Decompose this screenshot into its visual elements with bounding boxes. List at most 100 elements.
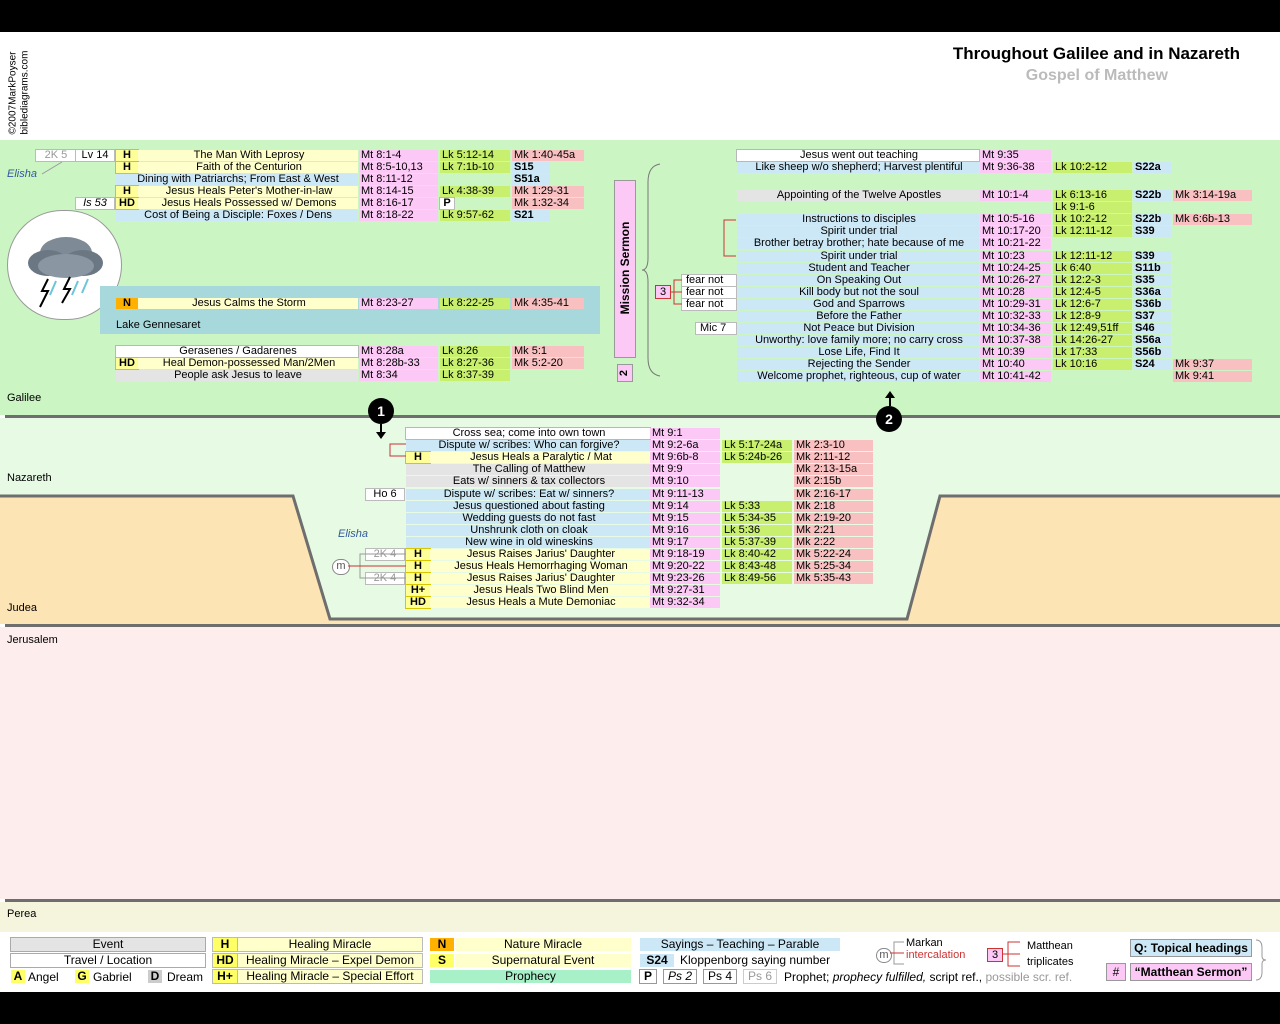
prophet-marker: P	[439, 197, 455, 210]
mark-ref: Mk 2:3-10	[794, 440, 873, 451]
triplicate-mark: 3	[655, 285, 671, 299]
legend-ps6: Ps 6	[743, 969, 777, 984]
mark-ref: Mk 1:32-34	[512, 198, 584, 209]
q-saying-number: S56a	[1133, 335, 1171, 346]
mark-ref: Mk 2:11-12	[794, 452, 873, 463]
matthew-ref: Mt 9:15	[650, 513, 720, 524]
event-title: Like sheep w/o shepherd; Harvest plentif…	[737, 162, 979, 173]
luke-ref: Lk 12:11-12	[1053, 226, 1132, 237]
jerusalem-label: Jerusalem	[7, 634, 58, 646]
mark-ref: Mk 5:25-34	[794, 561, 873, 572]
event-title: Lose Life, Find It	[737, 347, 979, 358]
jerusalem-region	[0, 627, 1280, 899]
ot-reference: Is 53	[75, 197, 115, 210]
category-badge: HD	[115, 357, 139, 370]
event-title: Kill body but not the soul	[737, 287, 979, 298]
event-title: Welcome prophet, righteous, cup of water	[737, 371, 979, 382]
legend-matthean: Matthean	[1027, 940, 1073, 952]
legend-prophecy: Prophecy	[430, 970, 631, 983]
luke-ref: Lk 12:11-12	[1053, 251, 1132, 262]
mark-ref: Mk 1:40-45a	[512, 150, 584, 161]
legend-sayings: Sayings – Teaching – Parable	[640, 938, 840, 951]
mark-ref: Mk 5:22-24	[794, 549, 873, 560]
matthew-ref: Mt 10:40	[980, 359, 1051, 370]
event-title: Unworthy: love family more; no carry cro…	[737, 335, 979, 346]
legend-hp-key: H+	[212, 969, 238, 984]
intercalation-connector	[348, 553, 406, 579]
legend-prophet-b: prophecy fulfilled,	[832, 970, 927, 984]
ot-reference: Lv 14	[75, 149, 115, 162]
mark-ref: Mk 2:15b	[794, 476, 873, 487]
q-saying-number: S39	[1133, 226, 1171, 237]
brother-betray-connector	[723, 219, 736, 257]
mark-ref: Mk 2:22	[794, 537, 873, 548]
jerusalem-divider	[5, 899, 1280, 902]
event-title: Unshrunk cloth on cloak	[406, 525, 650, 536]
luke-ref: Lk 8:22-25	[440, 298, 510, 309]
q-saying-number: S22a	[1133, 162, 1171, 173]
diagram-page: ©2007MarkPoyser biblediagrams.com Throug…	[0, 32, 1280, 992]
perea-label: Perea	[7, 908, 37, 920]
luke-ref: Lk 12:8-9	[1053, 311, 1132, 322]
matthew-ref: Mt 10:28	[980, 287, 1051, 298]
event-title: Appointing of the Twelve Apostles	[737, 190, 979, 201]
category-badge: HD	[115, 197, 139, 210]
mark-ref: Mk 9:37	[1173, 359, 1252, 370]
matthew-ref: Mt 8:16-17	[359, 198, 438, 209]
luke-ref: Lk 7:1b-10	[440, 162, 510, 173]
event-title: Spirit under trial	[737, 226, 979, 237]
ot-reference: Ho 6	[365, 488, 405, 501]
category-badge: H	[405, 548, 431, 561]
category-badge: H	[115, 161, 139, 174]
legend-m-key: m	[876, 948, 892, 963]
legend-dream: Dream	[167, 970, 204, 984]
event-title: The Man With Leprosy	[138, 150, 358, 161]
storm-cloud-icon	[7, 210, 122, 320]
q-saying-number: S39	[1133, 251, 1171, 262]
judea-label: Judea	[7, 602, 37, 614]
matthew-ref: Mt 8:28a	[359, 346, 438, 357]
mark-ref: Mk 2:13-15a	[794, 464, 873, 475]
event-title: Cost of Being a Disciple: Foxes / Dens	[116, 210, 358, 221]
matthew-ref: Mt 9:36-38	[980, 162, 1051, 173]
legend-kloppenborg: Kloppenborg saying number	[680, 953, 831, 967]
event-title: Heal Demon-possessed Man/2Men	[138, 358, 358, 369]
luke-ref: Lk 8:43-48	[722, 561, 792, 572]
luke-ref: Lk 8:26	[440, 346, 510, 357]
legend-m-connector	[890, 941, 904, 965]
event-title: Cross sea; come into own town	[405, 427, 651, 440]
matthew-ref: Mt 9:17	[650, 537, 720, 548]
q-saying-number: S36b	[1133, 299, 1171, 310]
copyright-vertical: ©2007MarkPoyser biblediagrams.com	[2, 34, 32, 144]
legend-hp: Healing Miracle – Special Effort	[237, 969, 423, 984]
legend-n: Nature Miracle	[455, 938, 631, 951]
mission-sermon-number: 2	[617, 363, 633, 383]
q-saying-number: S24	[1133, 359, 1171, 370]
event-title: Not Peace but Division	[737, 323, 979, 334]
luke-ref: Lk 9:1-6	[1053, 202, 1132, 213]
matthew-ref: Mt 9:2-6a	[650, 440, 720, 451]
event-title: Jesus Raises Jarius' Daughter	[430, 549, 650, 560]
matthew-ref: Mt 10:17-20	[980, 226, 1051, 237]
category-badge: H+	[405, 584, 431, 597]
luke-ref: Lk 8:49-56	[722, 573, 792, 584]
q-saying-number: S35	[1133, 275, 1171, 286]
site-text: biblediagrams.com	[19, 50, 31, 135]
legend-dream-key: D	[148, 970, 162, 983]
ot-reference: fear not	[681, 298, 737, 311]
legend-h: Healing Miracle	[237, 937, 423, 952]
event-title: Instructions to disciples	[737, 214, 979, 225]
mission-sermon-label: Mission Sermon	[618, 221, 632, 315]
luke-ref: Lk 12:2-3	[1053, 275, 1132, 286]
event-title: Jesus Raises Jarius' Daughter	[430, 573, 650, 584]
legend-travel: Travel / Location	[10, 953, 206, 968]
mark-ref: Mk 3:14-19a	[1173, 190, 1252, 201]
event-title: Student and Teacher	[737, 263, 979, 274]
legend-n-key: N	[430, 938, 454, 951]
event-title: Gerasenes / Gadarenes	[115, 345, 359, 358]
nazareth-label: Nazareth	[7, 472, 52, 484]
luke-ref: Lk 5:12-14	[440, 150, 510, 161]
matthew-ref: Mt 9:14	[650, 501, 720, 512]
luke-ref: Lk 8:37-39	[440, 370, 510, 381]
luke-ref: Lk 12:49,51ff	[1053, 323, 1132, 334]
